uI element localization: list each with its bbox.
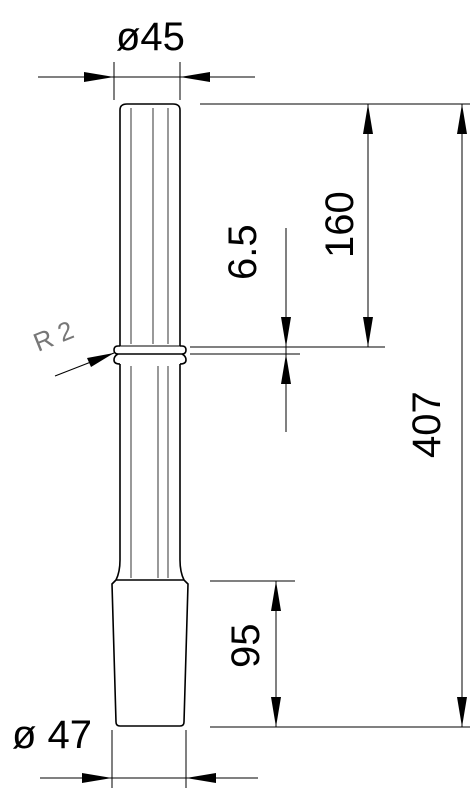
dimension-total-length [457, 104, 467, 727]
dimension-bottom-diameter [40, 773, 258, 783]
upper-shaft-outline [119, 103, 181, 346]
top-diameter-label: ø45 [116, 15, 185, 59]
extension-lines [111, 62, 470, 788]
section-length-label: 160 [318, 191, 362, 258]
dimension-taper-length [271, 581, 281, 727]
bottom-diameter-label: ø 47 [12, 713, 92, 757]
tapered-end [111, 579, 189, 727]
shaft-part [111, 103, 189, 727]
dimension-section-length [363, 104, 373, 347]
groove-neck [113, 353, 187, 365]
dimension-groove-width [281, 228, 291, 432]
dimension-top-diameter [38, 72, 255, 82]
taper-length-label: 95 [224, 624, 268, 669]
groove-width-label: 6.5 [221, 224, 265, 280]
groove-ring [113, 345, 187, 355]
total-length-label: 407 [405, 391, 449, 458]
lower-shaft-outline [115, 364, 185, 581]
radius-leader [54, 352, 115, 377]
radius-label: R 2 [29, 315, 78, 358]
